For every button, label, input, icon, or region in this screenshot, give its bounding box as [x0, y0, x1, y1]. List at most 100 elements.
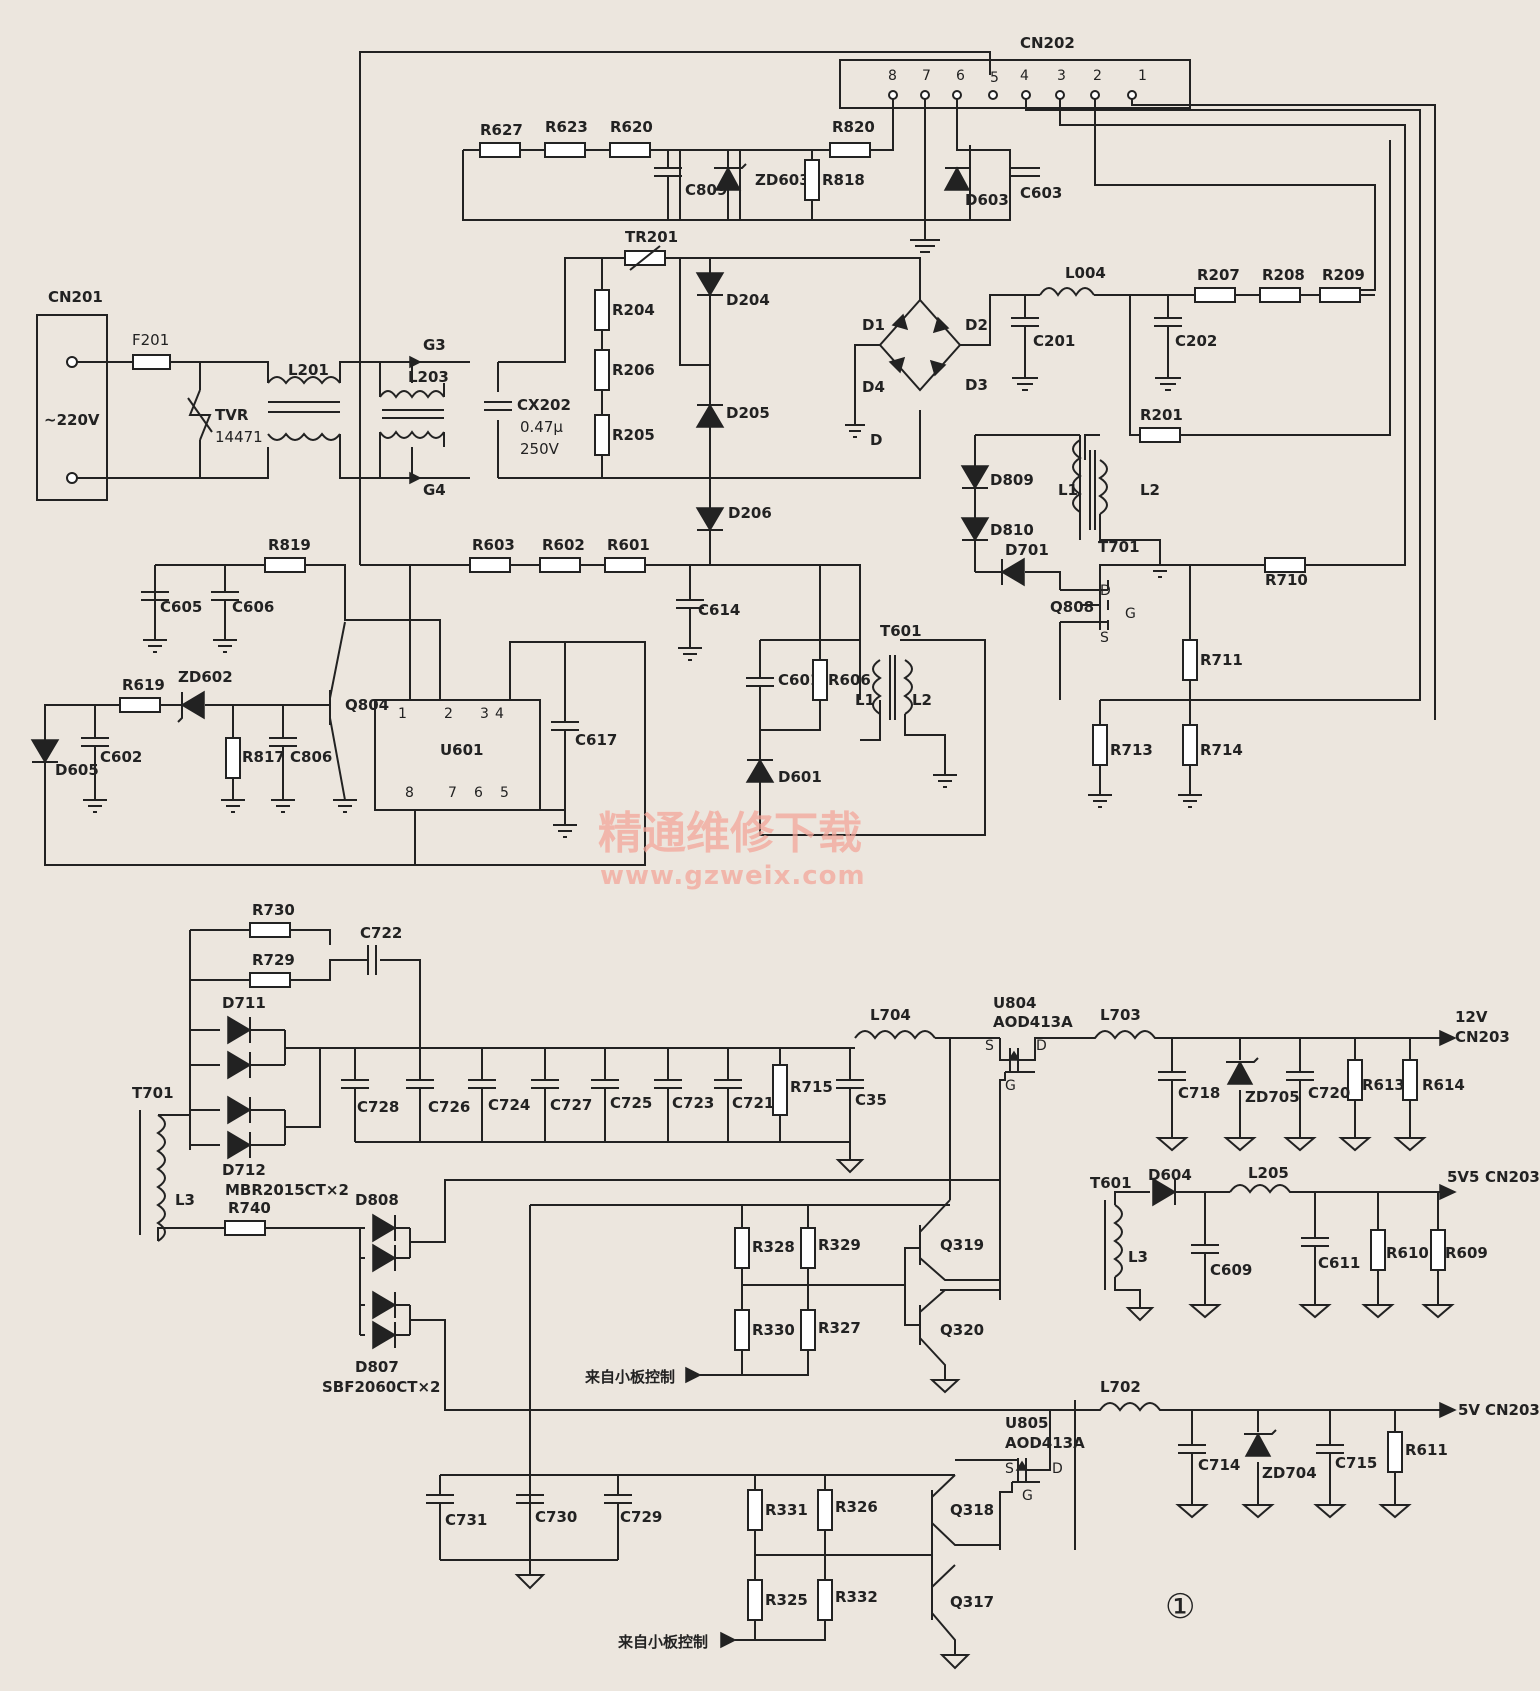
q808-g-pin: G [1125, 606, 1136, 622]
r209-label: R209 [1322, 266, 1365, 284]
diode-d603 [943, 166, 971, 191]
resistor-r206 [594, 349, 610, 391]
ground-cn202 [910, 239, 940, 253]
diode-d604 [1152, 1177, 1177, 1207]
capacitors-c731-c730-c729 [426, 1494, 632, 1504]
r714-label: R714 [1200, 741, 1243, 759]
svg-text:7: 7 [448, 785, 457, 801]
ground-t701 [1148, 564, 1172, 578]
r627-label: R627 [480, 121, 523, 139]
r614-label: R614 [1422, 1076, 1465, 1094]
c602-label: C602 [100, 748, 142, 766]
t601-sec-label: T601 [1090, 1174, 1132, 1192]
u805-part: AOD413A [1005, 1434, 1085, 1452]
ground-r713-r714 [1088, 794, 1202, 808]
resistor-r817 [225, 737, 241, 779]
diode-d810 [960, 517, 990, 542]
capacitor-c806 [269, 705, 297, 813]
capacitor-c617 [551, 642, 579, 838]
ac-terminal-1 [66, 356, 78, 368]
diode-d206 [695, 507, 725, 532]
choke-l203 [379, 383, 445, 447]
fuse-f201 [132, 354, 171, 370]
q320-label: Q320 [940, 1321, 984, 1339]
r729-wire [190, 959, 421, 1048]
d808-label: D808 [355, 1191, 399, 1209]
resistor-r820 [829, 142, 871, 158]
inductor-t701-l1 [1072, 435, 1082, 540]
r819-wire [305, 564, 441, 700]
c809-label: C809 [685, 181, 727, 199]
r606-label: R606 [828, 671, 871, 689]
r201-label: R201 [1140, 406, 1183, 424]
c715-label: C715 [1335, 1454, 1377, 1472]
resistor-r201 [1139, 427, 1181, 443]
c725-label: C725 [610, 1094, 652, 1112]
resistor-r204 [594, 289, 610, 331]
c721-label: C721 [732, 1094, 774, 1112]
g3-label: G3 [423, 336, 446, 354]
cn201-box [36, 314, 108, 501]
d810-label: D810 [990, 521, 1034, 539]
transistors-q318-q317 [931, 1474, 1000, 1670]
r205-label: R205 [612, 426, 655, 444]
q804-label: Q804 [345, 696, 389, 714]
r715-label: R715 [790, 1078, 833, 1096]
r332-label: R332 [835, 1588, 878, 1606]
r819-label: R819 [268, 536, 311, 554]
ground-lower-bank [514, 1574, 546, 1590]
d2-label: D2 [965, 316, 988, 334]
resistor-r819 [264, 557, 306, 573]
5v5-label: 5V5 [1447, 1168, 1479, 1186]
ac-line-wires [77, 257, 921, 479]
5v5-arrow [1439, 1183, 1457, 1201]
d3-label: D3 [965, 376, 988, 394]
d4-label: D4 [862, 378, 885, 396]
svg-text:3: 3 [480, 706, 489, 722]
c722-label: C722 [360, 924, 402, 942]
c729-label: C729 [620, 1508, 662, 1526]
r601-label: R601 [607, 536, 650, 554]
inductor-l205 [1229, 1184, 1440, 1194]
12v-output-filter [1155, 1038, 1427, 1152]
capacitor-c722 [367, 945, 377, 975]
svg-text:3: 3 [1057, 68, 1066, 84]
zd704-label: ZD704 [1262, 1464, 1317, 1482]
c201-label: C201 [1033, 332, 1075, 350]
cx202-voltage: 250V [520, 440, 560, 458]
r613-label: R613 [1362, 1076, 1405, 1094]
r329-label: R329 [818, 1236, 861, 1254]
control-label-upper: 来自小板控制 [584, 1368, 675, 1386]
r820-label: R820 [832, 118, 875, 136]
resistor-r623 [544, 142, 586, 158]
control-resistors-upper [530, 1204, 950, 1376]
q808-s-pin: S [1100, 630, 1109, 646]
r623-label: R623 [545, 118, 588, 136]
r711-label: R711 [1200, 651, 1243, 669]
r325-label: R325 [765, 1591, 808, 1609]
resistor-r711 [1182, 639, 1198, 681]
resistor-r730 [249, 922, 291, 938]
watermark-cn: 精通维修下载 [598, 808, 862, 859]
resistor-r606 [812, 659, 828, 701]
l2-label-t701: L2 [1140, 481, 1160, 499]
cx202-label: CX202 [517, 396, 571, 414]
12v-arrow [1439, 1029, 1457, 1047]
l3-label-t701: L3 [175, 1191, 195, 1209]
c723-label: C723 [672, 1094, 714, 1112]
r730-wire [189, 929, 331, 1150]
5v-output-filter [1175, 1410, 1412, 1519]
resistor-r713 [1092, 724, 1108, 766]
d204-label: D204 [726, 291, 770, 309]
q319-supply-wire [940, 1038, 1001, 1291]
zd705-label: ZD705 [1245, 1088, 1300, 1106]
c731-label: C731 [445, 1511, 487, 1529]
c609-label: C609 [1210, 1261, 1252, 1279]
resistor-r714 [1182, 724, 1198, 766]
u805-g-pin: G [1022, 1488, 1033, 1504]
l203-label: L203 [408, 368, 449, 386]
cx202-value: 0.47μ [520, 418, 563, 436]
r817-wire [221, 705, 245, 813]
u601-bottom-wire [414, 809, 565, 865]
inductor-l704 [854, 1030, 1000, 1040]
